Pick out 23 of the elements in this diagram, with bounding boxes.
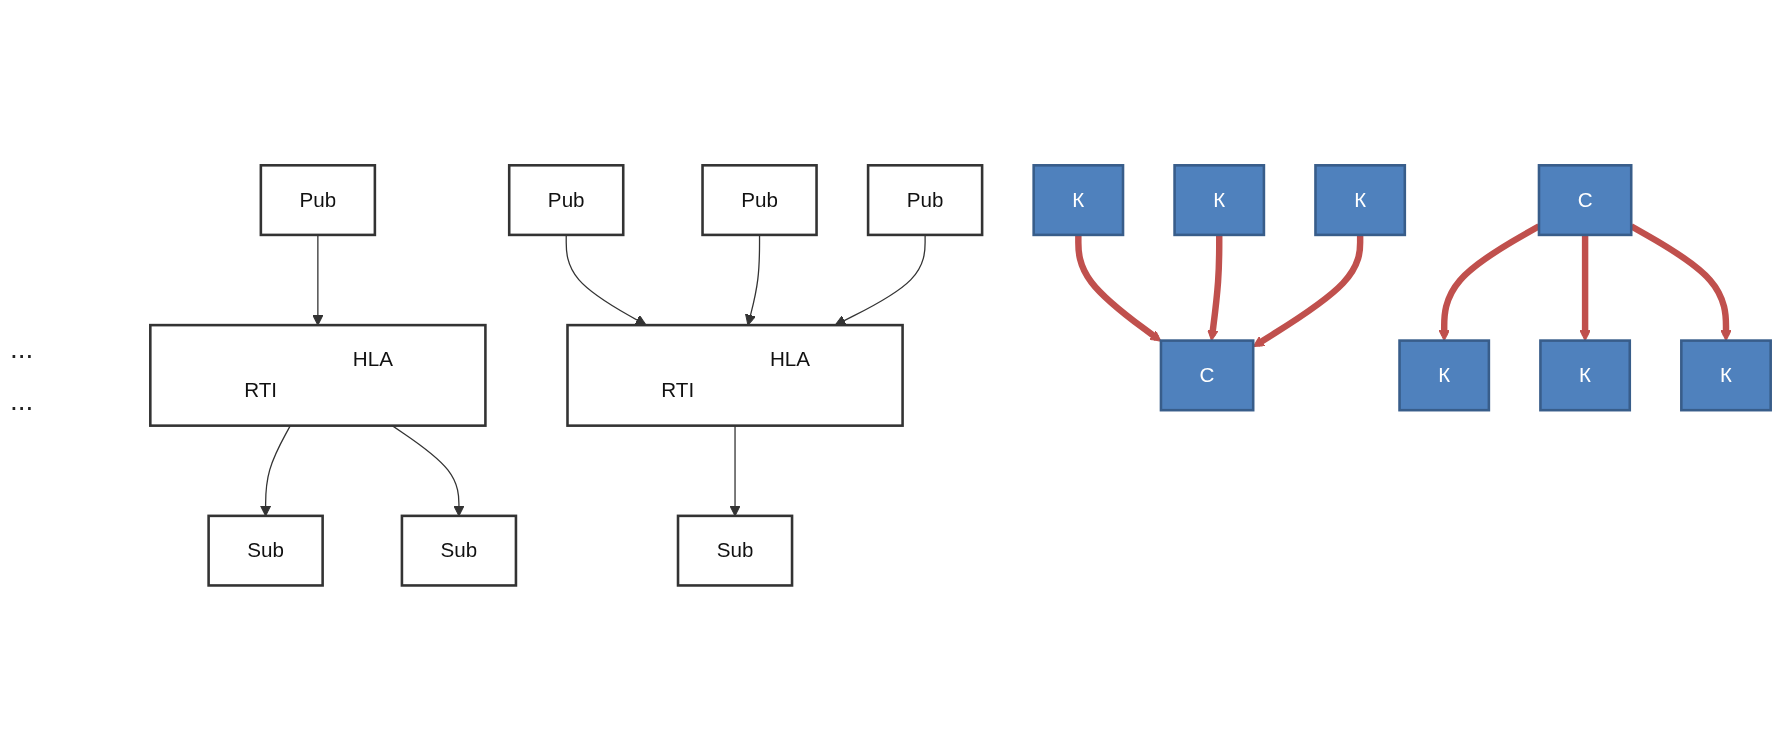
node-box: Sub xyxy=(207,514,324,587)
node-box: К xyxy=(1173,163,1266,236)
node-box: HLA RTI xyxy=(149,323,487,427)
arrow xyxy=(1438,223,1541,341)
node-box: Pub xyxy=(866,163,984,236)
arrow xyxy=(1075,234,1162,342)
node-box: Pub xyxy=(259,163,377,236)
node-box: К xyxy=(1539,338,1632,412)
arrow xyxy=(1207,234,1223,341)
node-box: К xyxy=(1680,338,1772,412)
arrow xyxy=(1579,234,1591,341)
ellipsis-text: ... xyxy=(10,333,35,365)
node-box: С xyxy=(1159,338,1255,412)
node-box: К xyxy=(1314,163,1407,236)
ellipsis-text: ... xyxy=(10,385,35,417)
node-box: Sub xyxy=(676,514,794,587)
node-box: К xyxy=(1398,338,1491,412)
node-box: К xyxy=(1032,163,1125,236)
node-box: Pub xyxy=(701,163,818,236)
node-box: Pub xyxy=(507,163,625,236)
node-box: HLA RTI xyxy=(566,323,904,427)
node-box: С xyxy=(1537,163,1633,236)
node-box: Sub xyxy=(400,514,518,587)
